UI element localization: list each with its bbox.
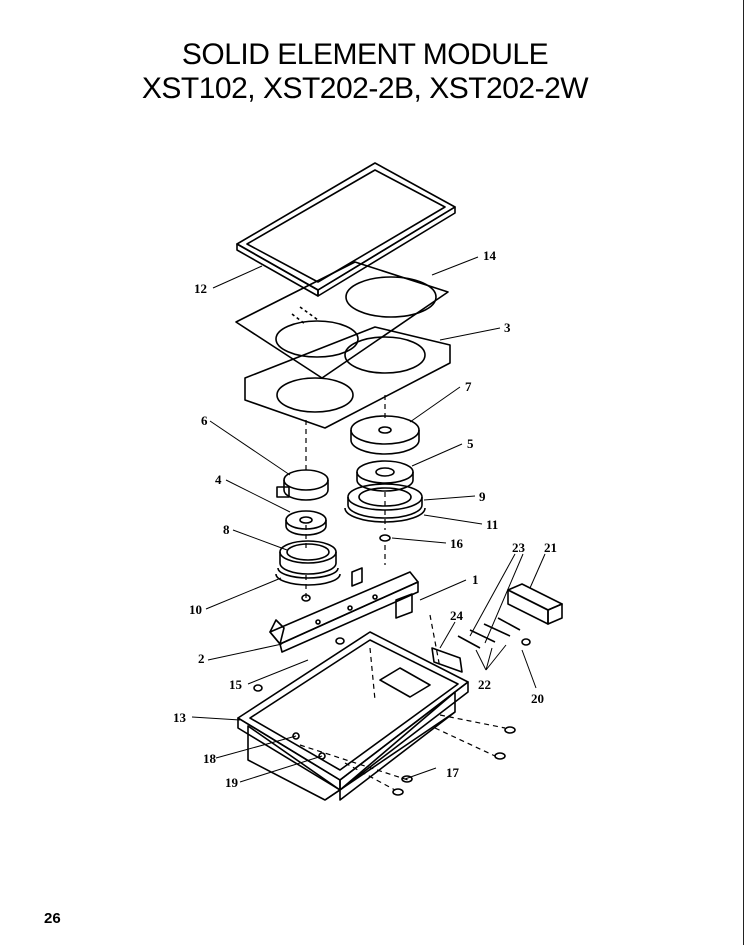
callout-8: 8 — [223, 522, 230, 537]
callout-16: 16 — [450, 536, 464, 551]
page-number: 26 — [44, 910, 61, 927]
assembly-center-lines — [299, 395, 506, 791]
right-heating-element — [350, 415, 420, 455]
page-edge-line — [743, 0, 744, 945]
callout-12: 12 — [194, 281, 207, 296]
callout-20: 20 — [531, 691, 544, 706]
callout-5: 5 — [467, 436, 474, 451]
screws — [253, 637, 531, 796]
right-mounting-ring — [344, 483, 426, 523]
callout-3: 3 — [504, 320, 511, 335]
callout-23: 23 — [512, 540, 526, 555]
model-numbers: XST102, XST202-2B, XST202-2W — [141, 72, 589, 105]
callout-14: 14 — [483, 248, 497, 263]
trim-frame — [236, 162, 456, 297]
left-bracket — [269, 571, 419, 653]
right-spacer — [356, 460, 414, 492]
wire-connectors — [457, 617, 521, 649]
callout-10: 10 — [189, 602, 202, 617]
callout-17: 17 — [446, 765, 460, 780]
diagram-title: SOLID ELEMENT MODULE — [181, 38, 549, 71]
callout-21: 21 — [544, 540, 557, 555]
callout-13: 13 — [173, 710, 187, 725]
terminal-block — [507, 583, 563, 625]
washer — [379, 534, 391, 542]
callout-9: 9 — [479, 489, 486, 504]
left-spacer — [285, 510, 327, 536]
callout-1: 1 — [472, 572, 479, 587]
callout-15: 15 — [229, 677, 243, 692]
callout-24: 24 — [450, 608, 464, 623]
callout-22: 22 — [478, 677, 491, 692]
callout-19: 19 — [225, 775, 239, 790]
right-bracket — [351, 567, 413, 619]
callout-11: 11 — [486, 517, 498, 532]
cover-plate — [431, 647, 463, 673]
callout-4: 4 — [215, 472, 222, 487]
left-mounting-ring — [279, 540, 337, 575]
leader-lines — [191, 256, 546, 783]
base-plate — [244, 326, 451, 429]
callout-18: 18 — [203, 751, 217, 766]
callout-7: 7 — [465, 379, 472, 394]
left-heating-element — [276, 469, 329, 501]
left-burner-pan — [275, 567, 341, 602]
callout-6: 6 — [201, 413, 208, 428]
callout-2: 2 — [198, 651, 205, 666]
module-housing-box — [237, 631, 469, 801]
glass-cooktop — [235, 261, 449, 379]
